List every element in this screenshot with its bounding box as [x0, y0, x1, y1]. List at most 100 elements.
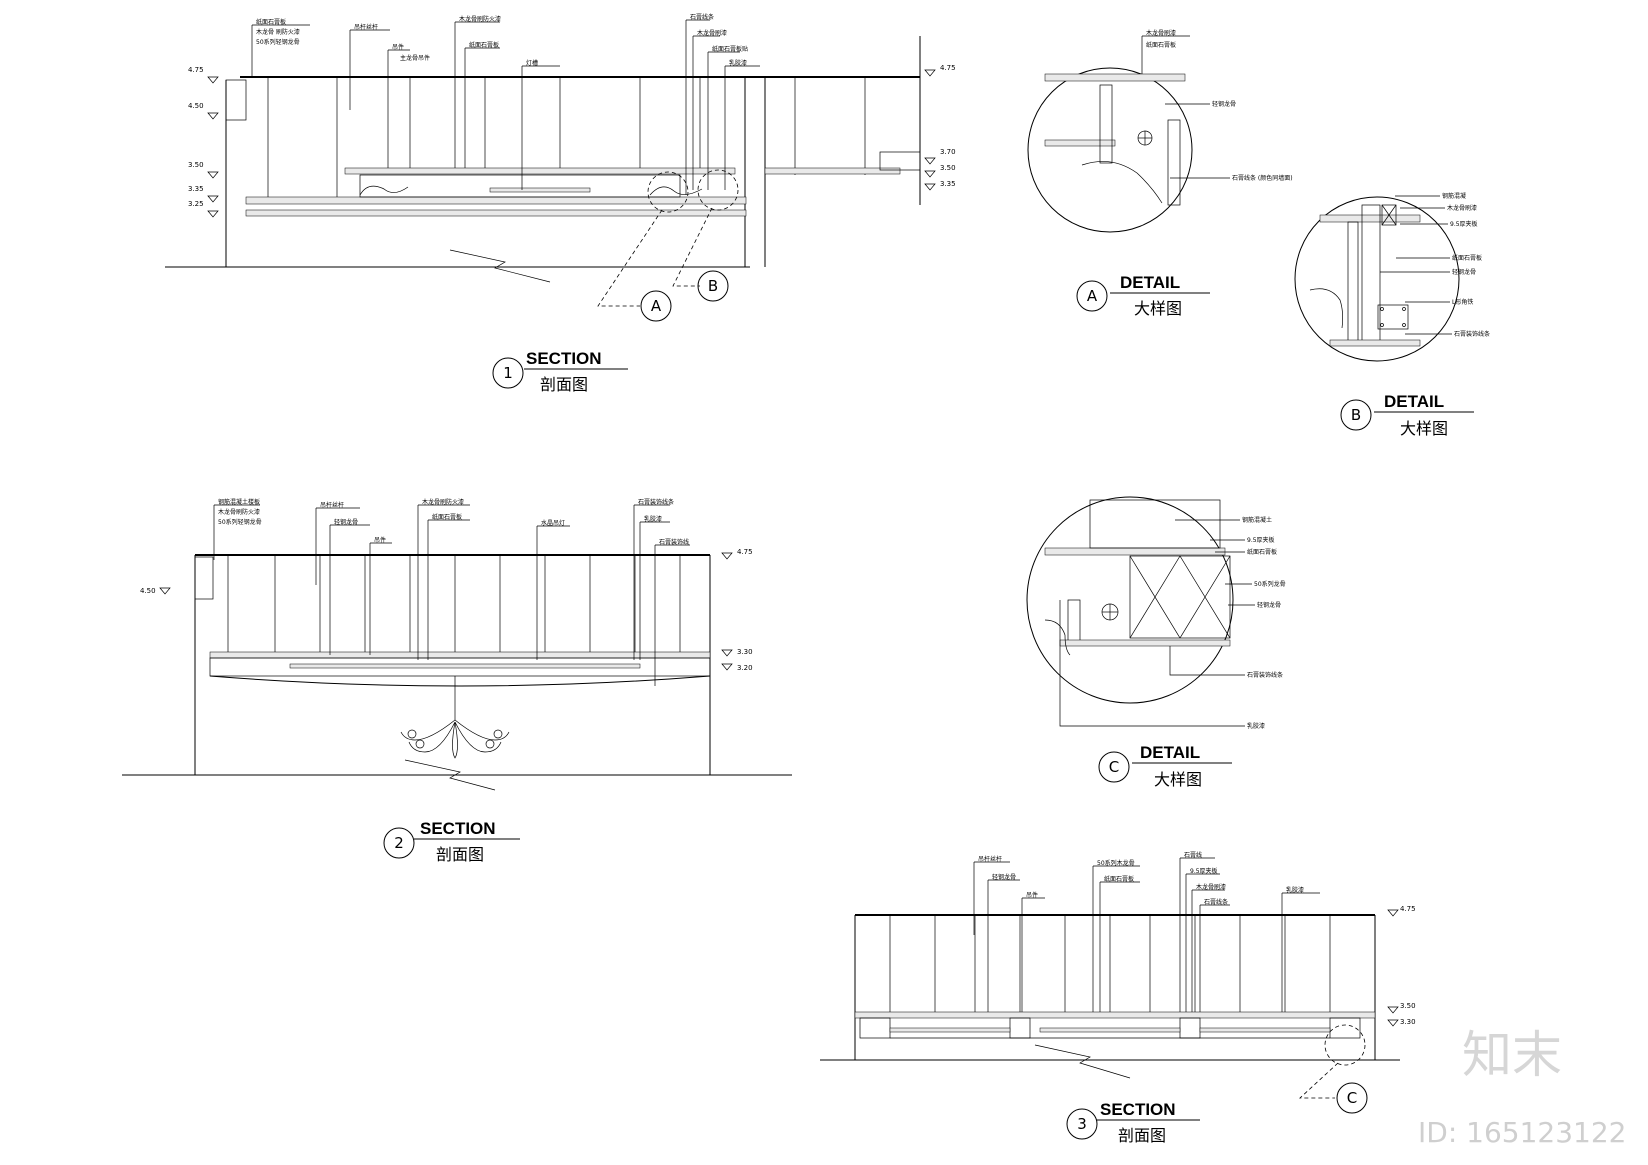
section-2-number: 2: [394, 834, 404, 852]
watermark-brand: 知末: [1462, 1026, 1562, 1084]
watermark: 知末 ID: 165123122: [1418, 1026, 1626, 1149]
detail-c-subtitle: 大样图: [1154, 770, 1202, 789]
section-1-levels-left: 4.75 4.50 3.50 3.35 3.25: [188, 66, 219, 218]
level-label: 4.75: [737, 548, 753, 556]
level-label: 3.70: [940, 148, 956, 156]
detail-b-title: DETAIL: [1384, 392, 1444, 411]
section-2-subtitle: 剖面图: [436, 845, 484, 864]
svg-text:轻钢龙骨: 轻钢龙骨: [1257, 601, 1281, 609]
level-label: 3.30: [737, 648, 753, 656]
level-label: 3.30: [1400, 1018, 1416, 1026]
svg-text:木龙骨刷漆: 木龙骨刷漆: [1196, 883, 1226, 891]
svg-text:木龙骨 刷防火漆: 木龙骨 刷防火漆: [256, 28, 300, 36]
level-label: 4.75: [1400, 905, 1416, 913]
svg-text:乳胶漆: 乳胶漆: [1286, 886, 1304, 894]
svg-text:钢筋混凝土: 钢筋混凝土: [1242, 516, 1272, 524]
svg-text:吊件: 吊件: [1026, 891, 1038, 899]
svg-text:纸面石膏板: 纸面石膏板: [1104, 875, 1134, 883]
svg-text:轻钢龙骨: 轻钢龙骨: [992, 873, 1016, 881]
svg-text:乳胶漆: 乳胶漆: [644, 515, 662, 523]
svg-text:纸面石膏板: 纸面石膏板: [256, 18, 286, 26]
detail-b-letter: B: [1351, 406, 1361, 424]
level-label: 3.20: [737, 664, 753, 672]
svg-text:石膏装饰线条: 石膏装饰线条: [638, 498, 674, 506]
callout-c-marker[interactable]: C: [1336, 1082, 1368, 1114]
level-label: 3.25: [188, 200, 204, 208]
svg-text:纸面石膏板: 纸面石膏板: [469, 41, 499, 49]
svg-text:石膏装饰线: 石膏装饰线: [659, 538, 689, 546]
svg-text:石膏线条: 石膏线条: [690, 13, 714, 21]
section-3-title: SECTION: [1100, 1100, 1176, 1119]
section-3-number: 3: [1077, 1115, 1087, 1133]
svg-text:石膏线条 (颜色同墙面): 石膏线条 (颜色同墙面): [1232, 174, 1293, 182]
svg-text:轻钢龙骨: 轻钢龙骨: [334, 518, 358, 526]
svg-text:主龙骨吊件: 主龙骨吊件: [400, 54, 430, 62]
svg-text:吊杆丝杆: 吊杆丝杆: [320, 501, 344, 509]
svg-text:钢筋混凝土楼板: 钢筋混凝土楼板: [218, 498, 260, 506]
level-label: 4.75: [188, 66, 204, 74]
svg-text:乳胶漆: 乳胶漆: [729, 59, 747, 67]
chandelier-symbol: [400, 676, 510, 759]
svg-text:50系列轻钢龙骨: 50系列轻钢龙骨: [256, 38, 300, 46]
section-1-title-block: 1 SECTION 剖面图: [492, 349, 628, 394]
detail-a-subtitle: 大样图: [1134, 299, 1182, 318]
svg-text:轻钢龙骨: 轻钢龙骨: [1212, 100, 1236, 108]
detail-c-title: DETAIL: [1140, 743, 1200, 762]
watermark-id: ID: 165123122: [1418, 1116, 1626, 1149]
svg-text:水晶吊灯: 水晶吊灯: [541, 519, 565, 527]
level-label: 4.75: [940, 64, 956, 72]
svg-text:轻钢龙骨: 轻钢龙骨: [1452, 268, 1476, 276]
level-label: 4.50: [140, 587, 156, 595]
svg-text:石膏线: 石膏线: [1184, 851, 1202, 859]
svg-text:纸面石膏板: 纸面石膏板: [432, 513, 462, 521]
section-1-subtitle: 剖面图: [540, 375, 588, 394]
detail-b-title-block: B DETAIL 大样图: [1340, 392, 1474, 438]
level-label: 3.35: [940, 180, 956, 188]
section-2-title-block: 2 SECTION 剖面图: [383, 819, 520, 864]
svg-text:9.5厚夹板: 9.5厚夹板: [1450, 220, 1478, 228]
callout-a-marker[interactable]: A: [640, 290, 672, 322]
svg-text:50系列轻钢龙骨: 50系列轻钢龙骨: [218, 518, 262, 526]
svg-text:木龙骨刷防火漆: 木龙骨刷防火漆: [422, 498, 464, 506]
detail-c-title-block: C DETAIL 大样图: [1098, 743, 1232, 789]
callout-b-marker[interactable]: B: [697, 270, 729, 302]
svg-text:木龙骨刷漆: 木龙骨刷漆: [1447, 204, 1477, 212]
svg-text:木龙骨刷漆: 木龙骨刷漆: [697, 29, 727, 37]
detail-a-letter: A: [1087, 287, 1098, 305]
callout-c-label: C: [1347, 1089, 1357, 1107]
svg-text:石膏线条: 石膏线条: [1204, 898, 1228, 906]
svg-text:木龙骨刷防火漆: 木龙骨刷防火漆: [218, 508, 260, 516]
svg-text:吊件: 吊件: [392, 43, 404, 51]
svg-text:纸面石膏板: 纸面石膏板: [1452, 254, 1482, 262]
callout-a-label: A: [651, 297, 662, 315]
svg-text:吊杆丝杆: 吊杆丝杆: [978, 855, 1002, 863]
svg-text:50系列木龙骨: 50系列木龙骨: [1097, 859, 1135, 867]
section-2-title: SECTION: [420, 819, 496, 838]
svg-text:9.5厚夹板: 9.5厚夹板: [1190, 867, 1218, 875]
detail-b-subtitle: 大样图: [1400, 419, 1448, 438]
svg-text:9.5厚夹板: 9.5厚夹板: [1247, 536, 1275, 544]
svg-text:吊杆丝杆: 吊杆丝杆: [354, 23, 378, 31]
svg-text:石膏装饰线条: 石膏装饰线条: [1454, 330, 1490, 338]
svg-text:钢筋混凝: 钢筋混凝: [1442, 192, 1466, 200]
svg-text:吊件: 吊件: [374, 536, 386, 544]
level-label: 4.50: [188, 102, 204, 110]
svg-text:乳胶漆: 乳胶漆: [1247, 722, 1265, 730]
callout-b-label: B: [708, 277, 718, 295]
svg-text:50系列龙骨: 50系列龙骨: [1254, 580, 1286, 588]
svg-text:木龙骨刷防火漆: 木龙骨刷防火漆: [459, 15, 501, 23]
section-1-levels-right: 4.75 3.70 3.50 3.35: [924, 64, 956, 191]
svg-text:石膏装饰线条: 石膏装饰线条: [1247, 671, 1283, 679]
svg-text:纸面石膏板: 纸面石膏板: [1146, 41, 1176, 49]
level-label: 3.35: [188, 185, 204, 193]
section-1-number: 1: [503, 364, 513, 382]
svg-text:纸面石膏板贴: 纸面石膏板贴: [712, 45, 748, 53]
section-3-subtitle: 剖面图: [1118, 1126, 1166, 1145]
section-3-title-block: 3 SECTION 剖面图: [1066, 1100, 1200, 1145]
svg-text:L形角铁: L形角铁: [1452, 298, 1473, 306]
